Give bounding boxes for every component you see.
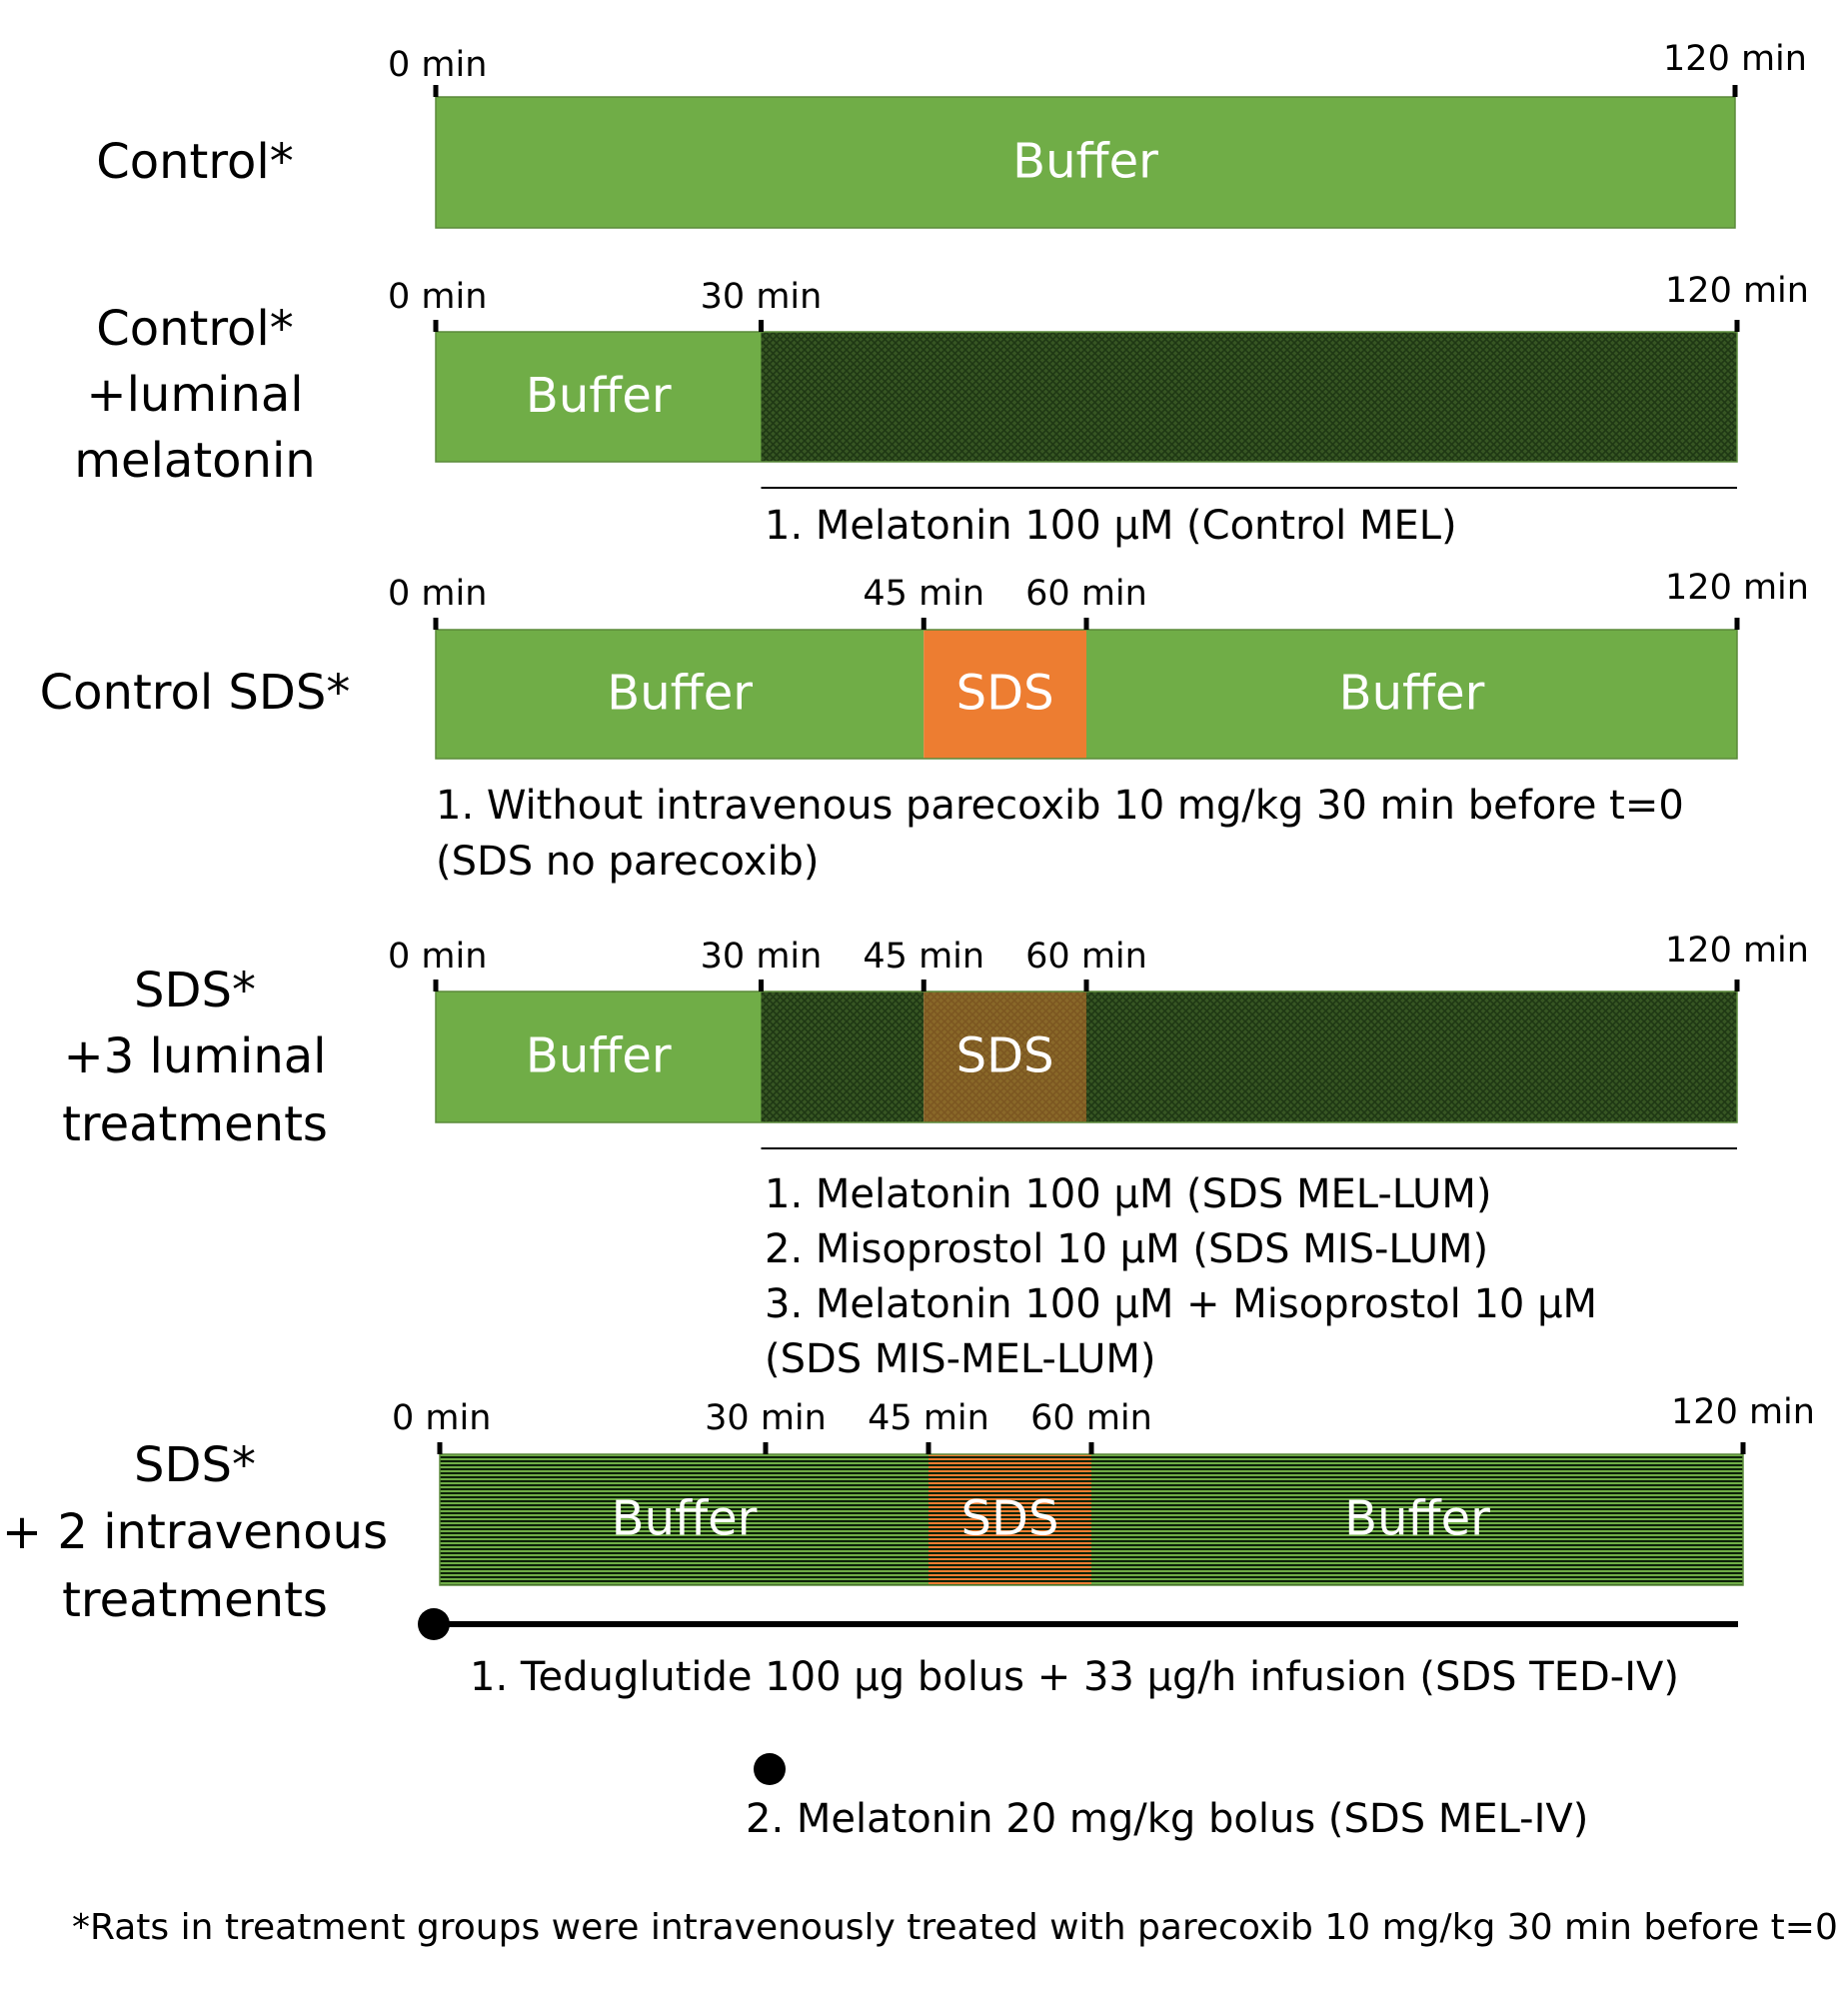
row-label-sds-luminal-3: treatments — [62, 1096, 328, 1152]
tick-label-sds-intravenous-45: 45 min — [868, 1398, 989, 1438]
tick-label-control-sds-60: 60 min — [1025, 574, 1147, 614]
segment-sds-control-sds-2 — [924, 630, 1086, 759]
tick-label-sds-luminal-30: 30 min — [701, 937, 823, 977]
tick-label-sds-luminal-45: 45 min — [863, 937, 984, 977]
tick-label-control-120: 120 min — [1663, 39, 1807, 79]
segment-buffer-control-sds-3 — [1086, 630, 1737, 759]
tick-label-sds-luminal-0: 0 min — [388, 937, 487, 977]
segment-treatment-sds-luminal-4 — [1086, 992, 1737, 1122]
tick-label-sds-luminal-60: 60 min — [1025, 937, 1147, 977]
segment-label-control-sds-2: SDS — [956, 666, 1054, 722]
segment-label-control-1: Buffer — [1012, 134, 1158, 190]
note-control-sds-1: 1. Without intravenous parecoxib 10 mg/k… — [436, 783, 1684, 829]
tick-label-sds-intravenous-60: 60 min — [1030, 1398, 1152, 1438]
row-label-sds-intravenous-2: + 2 intravenous — [2, 1504, 388, 1560]
row-label-control-1: Control* — [96, 134, 294, 190]
segment-label-control-luminal-melatonin-1: Buffer — [526, 368, 672, 424]
iv-treatment-text-2: 2. Melatonin 20 mg/kg bolus (SDS MEL-IV) — [746, 1796, 1588, 1842]
bar-outline-control-luminal-melatonin — [435, 331, 1738, 463]
segment-label-sds-intravenous-1: Buffer — [612, 1491, 758, 1547]
tick-label-control-0: 0 min — [388, 45, 487, 85]
tick-label-sds-intravenous-30: 30 min — [705, 1398, 827, 1438]
segment-buffer-control-sds-1 — [436, 630, 924, 759]
tick-label-control-sds-0: 0 min — [388, 574, 487, 614]
segment-label-sds-luminal-3: SDS — [956, 1028, 1054, 1084]
row-label-control-luminal-melatonin-2: +luminal — [86, 367, 303, 423]
row-label-sds-intravenous-1: SDS* — [134, 1437, 256, 1493]
iv-bolus-dot-2 — [754, 1753, 786, 1785]
bar-outline-control — [435, 96, 1736, 229]
segment-label-sds-luminal-1: Buffer — [526, 1028, 672, 1084]
note-control-luminal-melatonin-1: 1. Melatonin 100 µM (Control MEL) — [765, 503, 1457, 549]
row-label-sds-luminal-2: +3 luminal — [63, 1028, 326, 1084]
tick-label-sds-luminal-120: 120 min — [1665, 931, 1809, 971]
row-label-control-luminal-melatonin-1: Control* — [96, 301, 294, 357]
footnote: *Rats in treatment groups were intraveno… — [72, 1907, 1838, 1948]
iv-bolus-dot-1 — [418, 1608, 450, 1640]
segment-buffer-sds-luminal-1 — [436, 992, 762, 1122]
overlay-stripes-sds-intravenous — [440, 1454, 1743, 1585]
tick-label-control-luminal-melatonin-120: 120 min — [1665, 271, 1809, 311]
note-sds-luminal-2: 2. Misoprostol 10 µM (SDS MIS-LUM) — [765, 1226, 1488, 1272]
note-control-sds-2: (SDS no parecoxib) — [436, 839, 820, 885]
tick-label-control-sds-120: 120 min — [1665, 568, 1809, 608]
tick-label-sds-intravenous-120: 120 min — [1671, 1392, 1815, 1432]
tick-label-sds-intravenous-0: 0 min — [392, 1398, 491, 1438]
row-label-control-luminal-melatonin-3: melatonin — [74, 433, 315, 489]
tick-label-control-luminal-melatonin-30: 30 min — [701, 277, 823, 317]
segment-label-control-sds-3: Buffer — [1339, 666, 1485, 722]
note-sds-luminal-4: (SDS MIS-MEL-LUM) — [765, 1336, 1156, 1382]
segment-treatment-control-luminal-melatonin-2 — [761, 332, 1737, 462]
row-label-control-sds-1: Control SDS* — [40, 665, 351, 721]
iv-treatment-text-1: 1. Teduglutide 100 µg bolus + 33 µg/h in… — [470, 1654, 1679, 1700]
segment-label-sds-intravenous-2: SDS — [961, 1491, 1059, 1547]
segment-treatment-sds-luminal-2 — [761, 992, 924, 1122]
overlay-hatch-sds-luminal — [924, 992, 1086, 1122]
row-label-sds-luminal-1: SDS* — [134, 963, 256, 1018]
segment-label-control-sds-1: Buffer — [607, 666, 753, 722]
note-sds-luminal-3: 3. Melatonin 100 µM + Misoprostol 10 µM — [765, 1281, 1597, 1327]
row-label-sds-intravenous-3: treatments — [62, 1572, 328, 1628]
tick-label-control-luminal-melatonin-0: 0 min — [388, 277, 487, 317]
segment-buffer-control-luminal-melatonin-1 — [436, 332, 762, 462]
segment-buffer-control-1 — [436, 97, 1735, 228]
segment-label-sds-intravenous-3: Buffer — [1344, 1491, 1490, 1547]
note-sds-luminal-1: 1. Melatonin 100 µM (SDS MEL-LUM) — [765, 1171, 1491, 1217]
tick-label-control-sds-45: 45 min — [863, 574, 984, 614]
